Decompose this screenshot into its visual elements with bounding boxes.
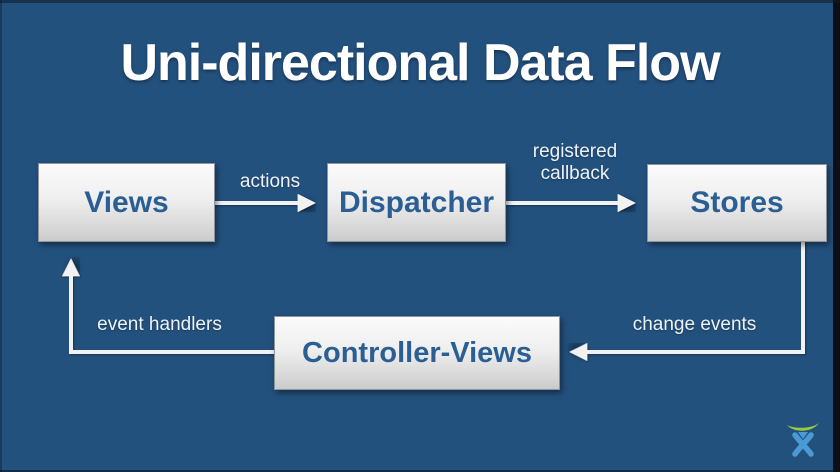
label-event-handlers: event handlers [97,314,222,335]
node-controller-views: Controller-Views [274,316,560,390]
label-actions: actions [239,171,301,192]
node-stores: Stores [647,164,827,242]
node-controller-views-label: Controller-Views [302,336,532,369]
node-dispatcher: Dispatcher [327,163,506,242]
page-title: Uni-directional Data Flow [120,34,720,92]
label-registered-callback: registered callback [532,141,618,184]
node-views-label: Views [84,185,169,219]
node-stores-label: Stores [690,186,784,219]
atlassian-logo-icon [787,423,819,457]
arrow-controller-views-to-views [61,257,274,354]
node-dispatcher-label: Dispatcher [338,185,495,219]
label-change-events: change events [632,314,757,335]
node-views: Views [38,163,215,242]
